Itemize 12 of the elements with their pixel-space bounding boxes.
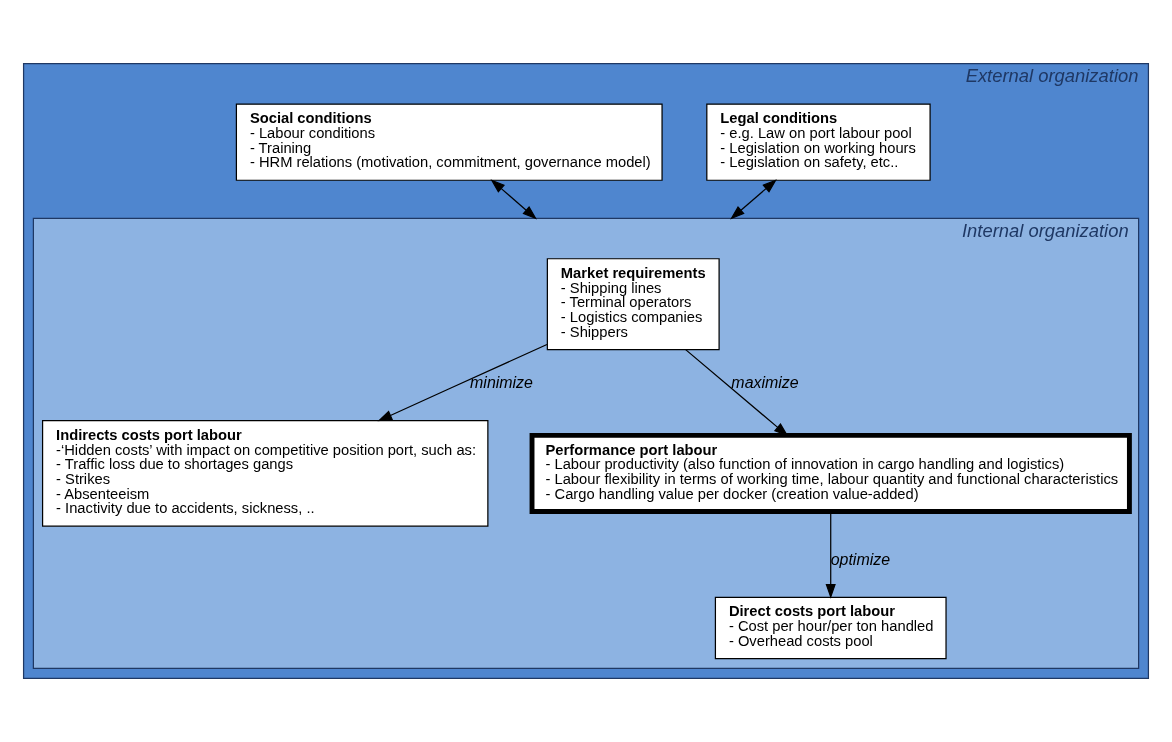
node-box: Legal conditions - e.g. Law on port labour pool - Legislation on working hours - Legislation on safety, etc.. — [706, 103, 931, 181]
edge-label: maximize — [731, 374, 799, 392]
arrow — [490, 179, 537, 220]
node-box: Social conditions - Labour conditions - Training - HRM relations (motivation, commitment, governance model) — [235, 103, 663, 181]
node-box: Market requirements - Shipping lines - Terminal operators - Logistics companies - Shippers — [546, 258, 720, 351]
node-box: Indirects costs port labour -‘Hidden costs’ with impact on competitive position port, such as: - Traffic loss due to shortages gangs - Strikes - Absenteeism - Inactivity due to accidents, sickness, .. — [41, 420, 489, 527]
edge-label: minimize — [470, 374, 533, 392]
arrow — [730, 179, 777, 220]
node-box: Direct costs port labour - Cost per hour/per ton handled - Overhead costs pool — [714, 596, 947, 660]
arrow — [377, 343, 548, 422]
node-box: Performance port labour - Labour productivity (also function of innovation in cargo handling and logistics) - Labour flexibility in terms of working time, labour quantity and functional characteristics - Cargo handling value per docker (creation value-added) — [529, 432, 1132, 514]
edge-label: optimize — [830, 550, 891, 568]
